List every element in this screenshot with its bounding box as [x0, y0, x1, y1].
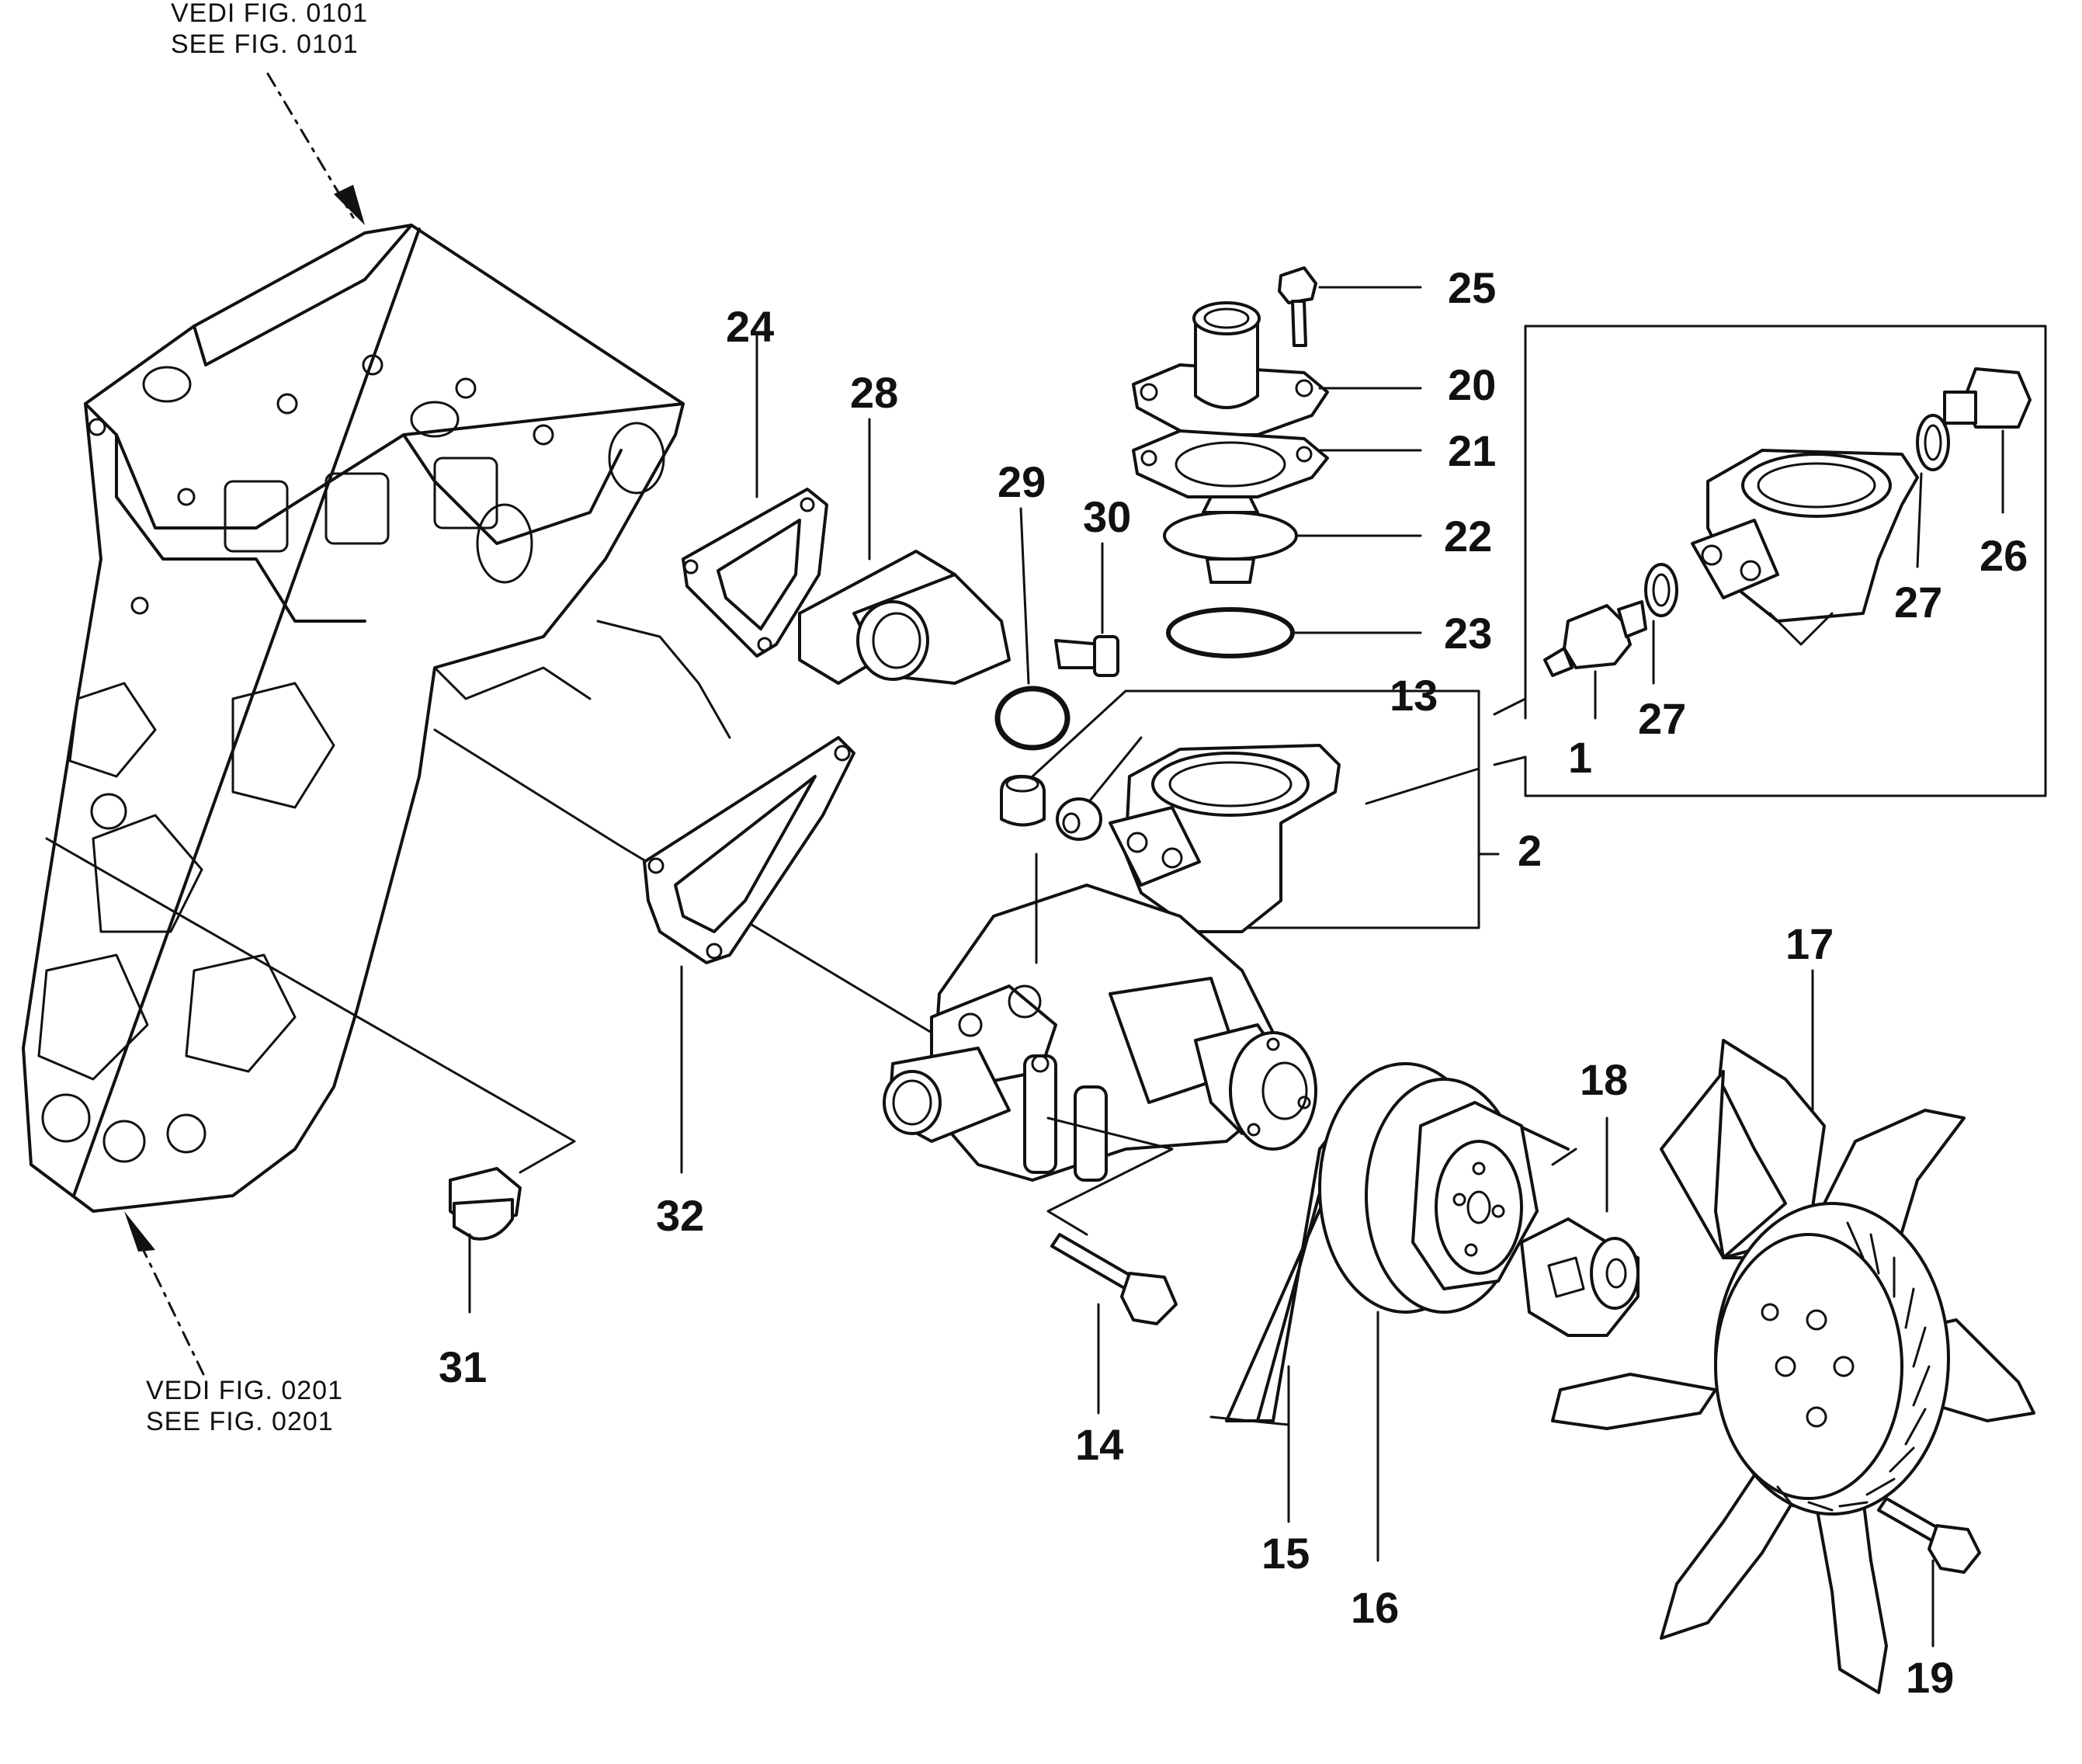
ref-top-line2: SEE FIG. 0101: [171, 30, 359, 59]
part-28-outlet-elbow: [798, 418, 1011, 685]
part-25-bolt: [1278, 266, 1422, 347]
ref-bottom-line1: VEDI FIG. 0201: [146, 1376, 343, 1405]
part-2-water-pump: [433, 728, 1341, 1236]
callout-30: 30: [1083, 492, 1131, 541]
callout-13: 13: [1390, 671, 1438, 720]
inset-thermostat-housing: [1691, 449, 1919, 646]
callout-23: 23: [1444, 609, 1492, 658]
callout-29: 29: [998, 457, 1046, 506]
callout-2: 2: [1518, 826, 1542, 875]
callout-14: 14: [1075, 1420, 1123, 1469]
callout-27-top: 27: [1894, 578, 1942, 627]
part-1-temperature-sender: [1543, 600, 1647, 720]
part-24-gasket: [682, 332, 828, 658]
part-30-bolt: [1054, 542, 1119, 677]
part-23-gasket-ring: [1166, 607, 1422, 658]
part-27-washer-bottom: [1644, 563, 1678, 685]
callout-24: 24: [726, 302, 774, 351]
ref-bottom-line2: SEE FIG. 0201: [146, 1407, 334, 1436]
callout-22: 22: [1444, 512, 1492, 561]
callout-17: 17: [1785, 919, 1834, 968]
part-16-pulley: [1318, 1062, 1539, 1562]
inset-box: [1493, 325, 2047, 797]
callout-1: 1: [1568, 733, 1592, 782]
engine-block: [22, 224, 731, 1213]
part-31-drain-plug: [449, 1167, 522, 1314]
callout-25: 25: [1448, 263, 1496, 312]
ref-arrow-top: [266, 72, 365, 225]
callout-31: 31: [439, 1342, 487, 1391]
part-22-thermostat: [1163, 495, 1422, 584]
part-32-gasket: [643, 736, 855, 1174]
ref-top-line1: VEDI FIG. 0101: [171, 0, 368, 28]
part-27-washer-top: [1916, 414, 1950, 568]
part-18-spacer: [1520, 1116, 1640, 1337]
callout-15: 15: [1261, 1529, 1310, 1578]
callout-19: 19: [1906, 1653, 1954, 1702]
part-29-o-ring: [994, 507, 1070, 751]
part-26-plug: [1943, 367, 2032, 514]
fan-hub-fins: [1776, 1221, 1931, 1512]
ref-arrow-bottom: [124, 1211, 205, 1376]
callout-16: 16: [1351, 1583, 1399, 1632]
part-14-bolt: [1050, 1233, 1178, 1415]
part-19-bolt: [1877, 1497, 1981, 1648]
callout-27-bottom: 27: [1638, 694, 1686, 743]
callout-26: 26: [1980, 531, 2028, 580]
callout-21: 21: [1448, 426, 1496, 475]
callout-18: 18: [1580, 1055, 1628, 1104]
part-17-fan: [1551, 969, 2035, 1694]
part-20-thermostat-cover: [1132, 301, 1422, 436]
callout-32: 32: [656, 1191, 704, 1240]
part-21-gasket: [1132, 429, 1422, 498]
part-13-plugs: [1000, 689, 1500, 929]
callout-28: 28: [850, 368, 898, 417]
callout-20: 20: [1448, 360, 1496, 409]
